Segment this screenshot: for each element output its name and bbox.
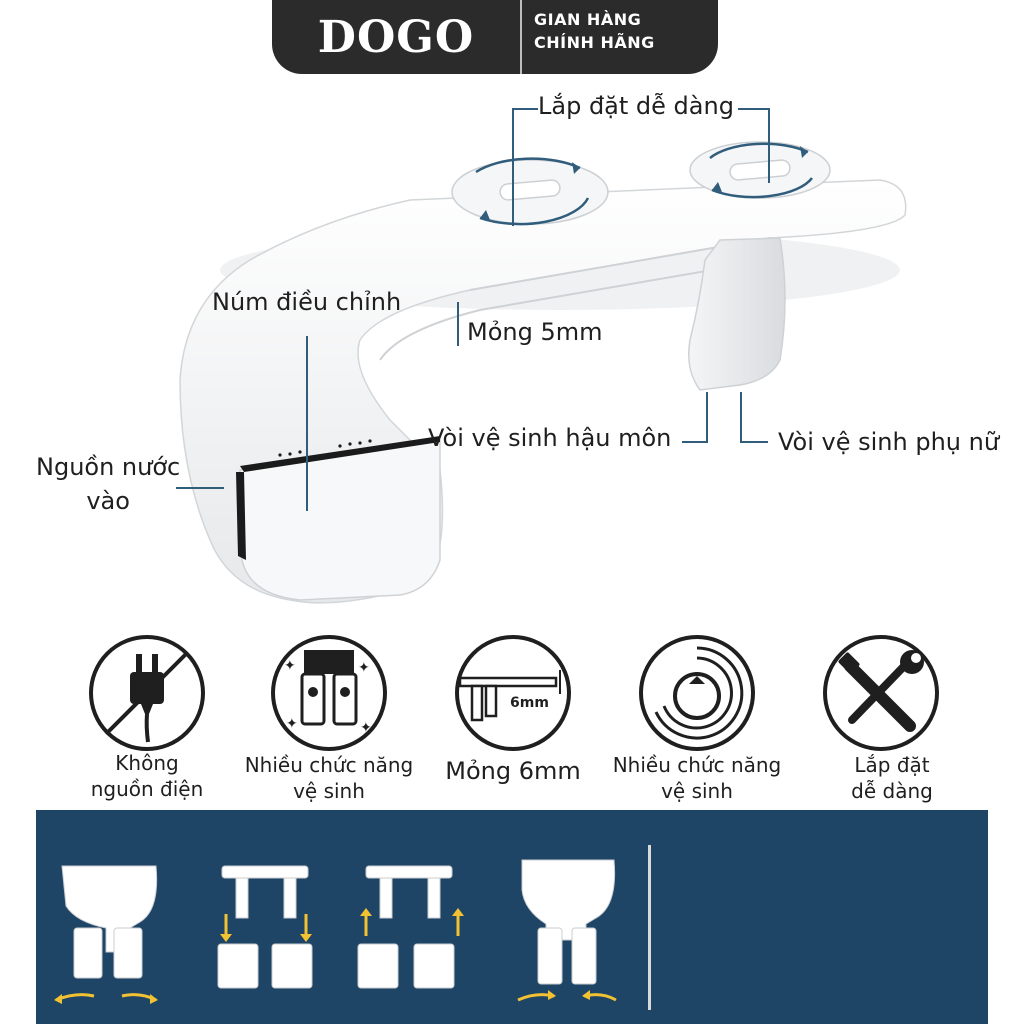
nozzle-steps-illustration — [54, 859, 617, 1004]
panel-divider — [648, 845, 651, 1010]
callout-line-thin — [457, 302, 459, 346]
callout-easy-install: Lắp đặt dễ dàng — [538, 92, 734, 120]
callout-line-install-right-v — [768, 108, 770, 183]
callout-adjust-knob: Núm điều chỉnh — [212, 288, 402, 316]
callout-water-inlet: Nguồn nước vào — [36, 450, 180, 518]
nozzle-steps-panel — [36, 810, 988, 1024]
feature-label-line2: nguồn điện — [90, 777, 204, 801]
feature-label-easy-install: Lắp đặt dễ dàng — [812, 752, 972, 804]
callout-line-install-left — [512, 108, 538, 110]
feature-label-line1: Nhiều chức năng — [612, 753, 782, 777]
callout-water-inlet-line2: vào — [86, 487, 130, 515]
callout-line-rear-nozzle-v — [706, 392, 708, 443]
callout-line-install-right — [738, 108, 770, 110]
feature-label-line2: vệ sinh — [661, 779, 733, 803]
official-store-line2: CHÍNH HÃNG — [534, 33, 655, 52]
callout-line-front-nozzle-v — [740, 392, 742, 443]
callout-thin: Mỏng 5mm — [467, 318, 603, 346]
callout-line-knob — [306, 336, 308, 511]
svg-text:✦: ✦ — [286, 716, 298, 732]
svg-text:✦: ✦ — [284, 658, 296, 674]
feature-label-line2: dễ dàng — [851, 779, 933, 803]
svg-text:6mm: 6mm — [510, 695, 549, 711]
feature-label-multi-function-2: Nhiều chức năng vệ sinh — [597, 752, 797, 804]
feature-label-line2: vệ sinh — [293, 779, 365, 803]
svg-text:✦: ✦ — [358, 660, 370, 676]
official-store-line1: GIAN HÀNG — [534, 10, 642, 29]
tools-icon — [823, 635, 939, 751]
callout-water-inlet-line1: Nguồn nước — [36, 453, 181, 481]
callout-line-install-left-v — [512, 108, 514, 226]
callout-rear-nozzle: Vòi vệ sinh hậu môn — [428, 424, 672, 452]
brand-badge: DOGO GIAN HÀNG CHÍNH HÃNG — [272, 0, 718, 74]
badge-divider — [520, 0, 522, 74]
spiral-knob-icon — [639, 635, 755, 751]
bidet-product-illustration — [179, 141, 907, 604]
no-power-plug-icon — [89, 635, 205, 751]
brand-logo: DOGO — [317, 11, 475, 63]
feature-label-line1: Mỏng 6mm — [445, 757, 581, 785]
callout-line-water-in — [176, 487, 224, 489]
callout-line-rear-nozzle-h — [682, 441, 708, 443]
feature-label-line1: Nhiều chức năng — [244, 753, 414, 777]
feature-label-line1: Lắp đặt — [854, 753, 930, 777]
feature-label-line1: Không — [115, 751, 179, 775]
svg-text:✦: ✦ — [360, 720, 372, 736]
feature-label-multi-function-1: Nhiều chức năng vệ sinh — [229, 752, 429, 804]
feature-label-no-power: Không nguồn điện — [67, 750, 227, 802]
feature-label-thin: Mỏng 6mm — [428, 758, 598, 784]
callout-front-nozzle: Vòi vệ sinh phụ nữ — [778, 428, 1000, 456]
thin-profile-icon: 6mm — [455, 635, 571, 751]
callout-line-front-nozzle-h — [740, 441, 768, 443]
dual-nozzle-icon: ✦ ✦ ✦ ✦ — [271, 635, 387, 751]
official-store-label: GIAN HÀNG CHÍNH HÃNG — [534, 8, 655, 54]
